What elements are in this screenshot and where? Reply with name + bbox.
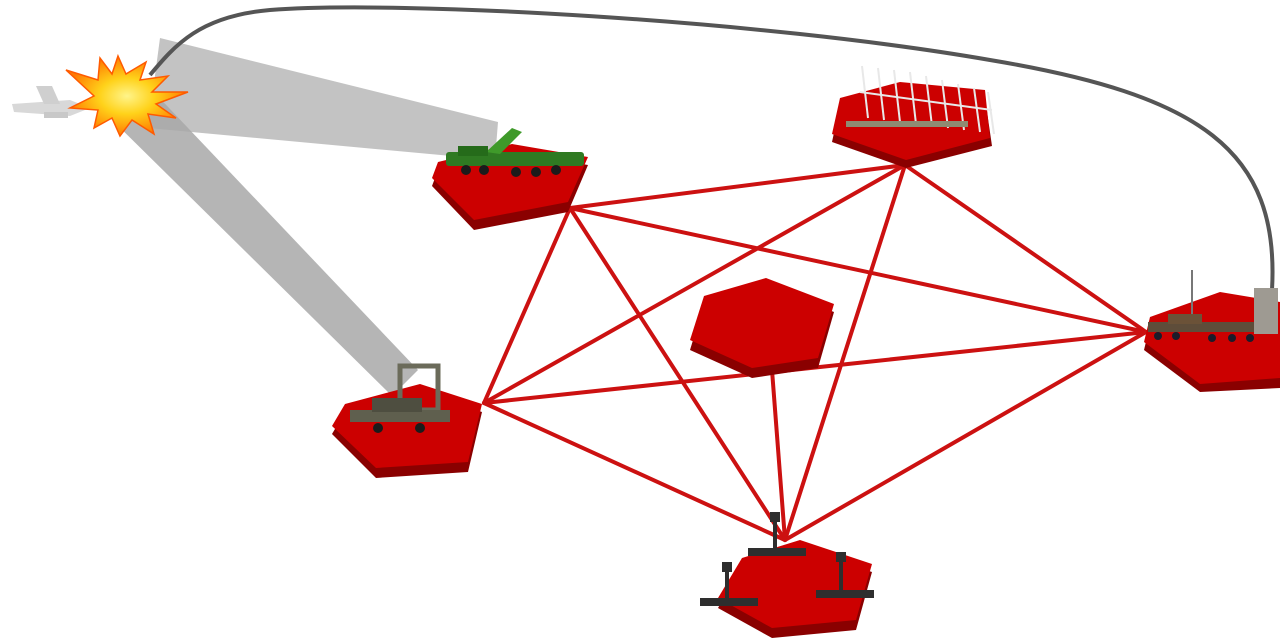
link-launcher-multi-launcher-site — [568, 206, 787, 542]
link-tracking-radar-multi-launcher-site — [482, 401, 787, 542]
aircraft-target-icon — [12, 86, 90, 118]
tracking-beam — [148, 38, 498, 160]
green-launcher-truck-icon — [446, 128, 584, 177]
node-tracking-radar — [332, 363, 482, 478]
missile-trajectory — [148, 5, 1275, 291]
engagement-beams — [100, 38, 498, 396]
link-missile-battery-multi-launcher-site — [783, 330, 1148, 542]
node-platforms — [332, 65, 1280, 638]
target-aircraft — [12, 53, 189, 138]
link-launcher-tracking-radar — [482, 206, 572, 405]
link-early-warning-radar-tracking-radar — [482, 163, 907, 405]
node-launcher — [432, 128, 588, 230]
tracking-radar-truck-icon — [350, 363, 450, 433]
node-command-post — [690, 278, 834, 378]
launcher-battery-icon — [1148, 270, 1278, 342]
link-launcher-early-warning-radar — [568, 163, 907, 210]
link-early-warning-radar-multi-launcher-site — [783, 163, 907, 542]
node-missile-battery — [1144, 270, 1280, 392]
link-launcher-missile-battery — [568, 206, 1148, 334]
node-early-warning-radar — [832, 65, 995, 168]
link-command-post-multi-launcher-site — [770, 368, 787, 542]
multiple-launchers-icon — [700, 512, 874, 606]
node-multi-launcher-site — [700, 512, 874, 638]
link-early-warning-radar-missile-battery — [903, 163, 1148, 334]
explosion-icon — [65, 53, 189, 138]
guidance-beam — [100, 88, 418, 396]
antenna-array-radar-icon — [846, 65, 995, 135]
